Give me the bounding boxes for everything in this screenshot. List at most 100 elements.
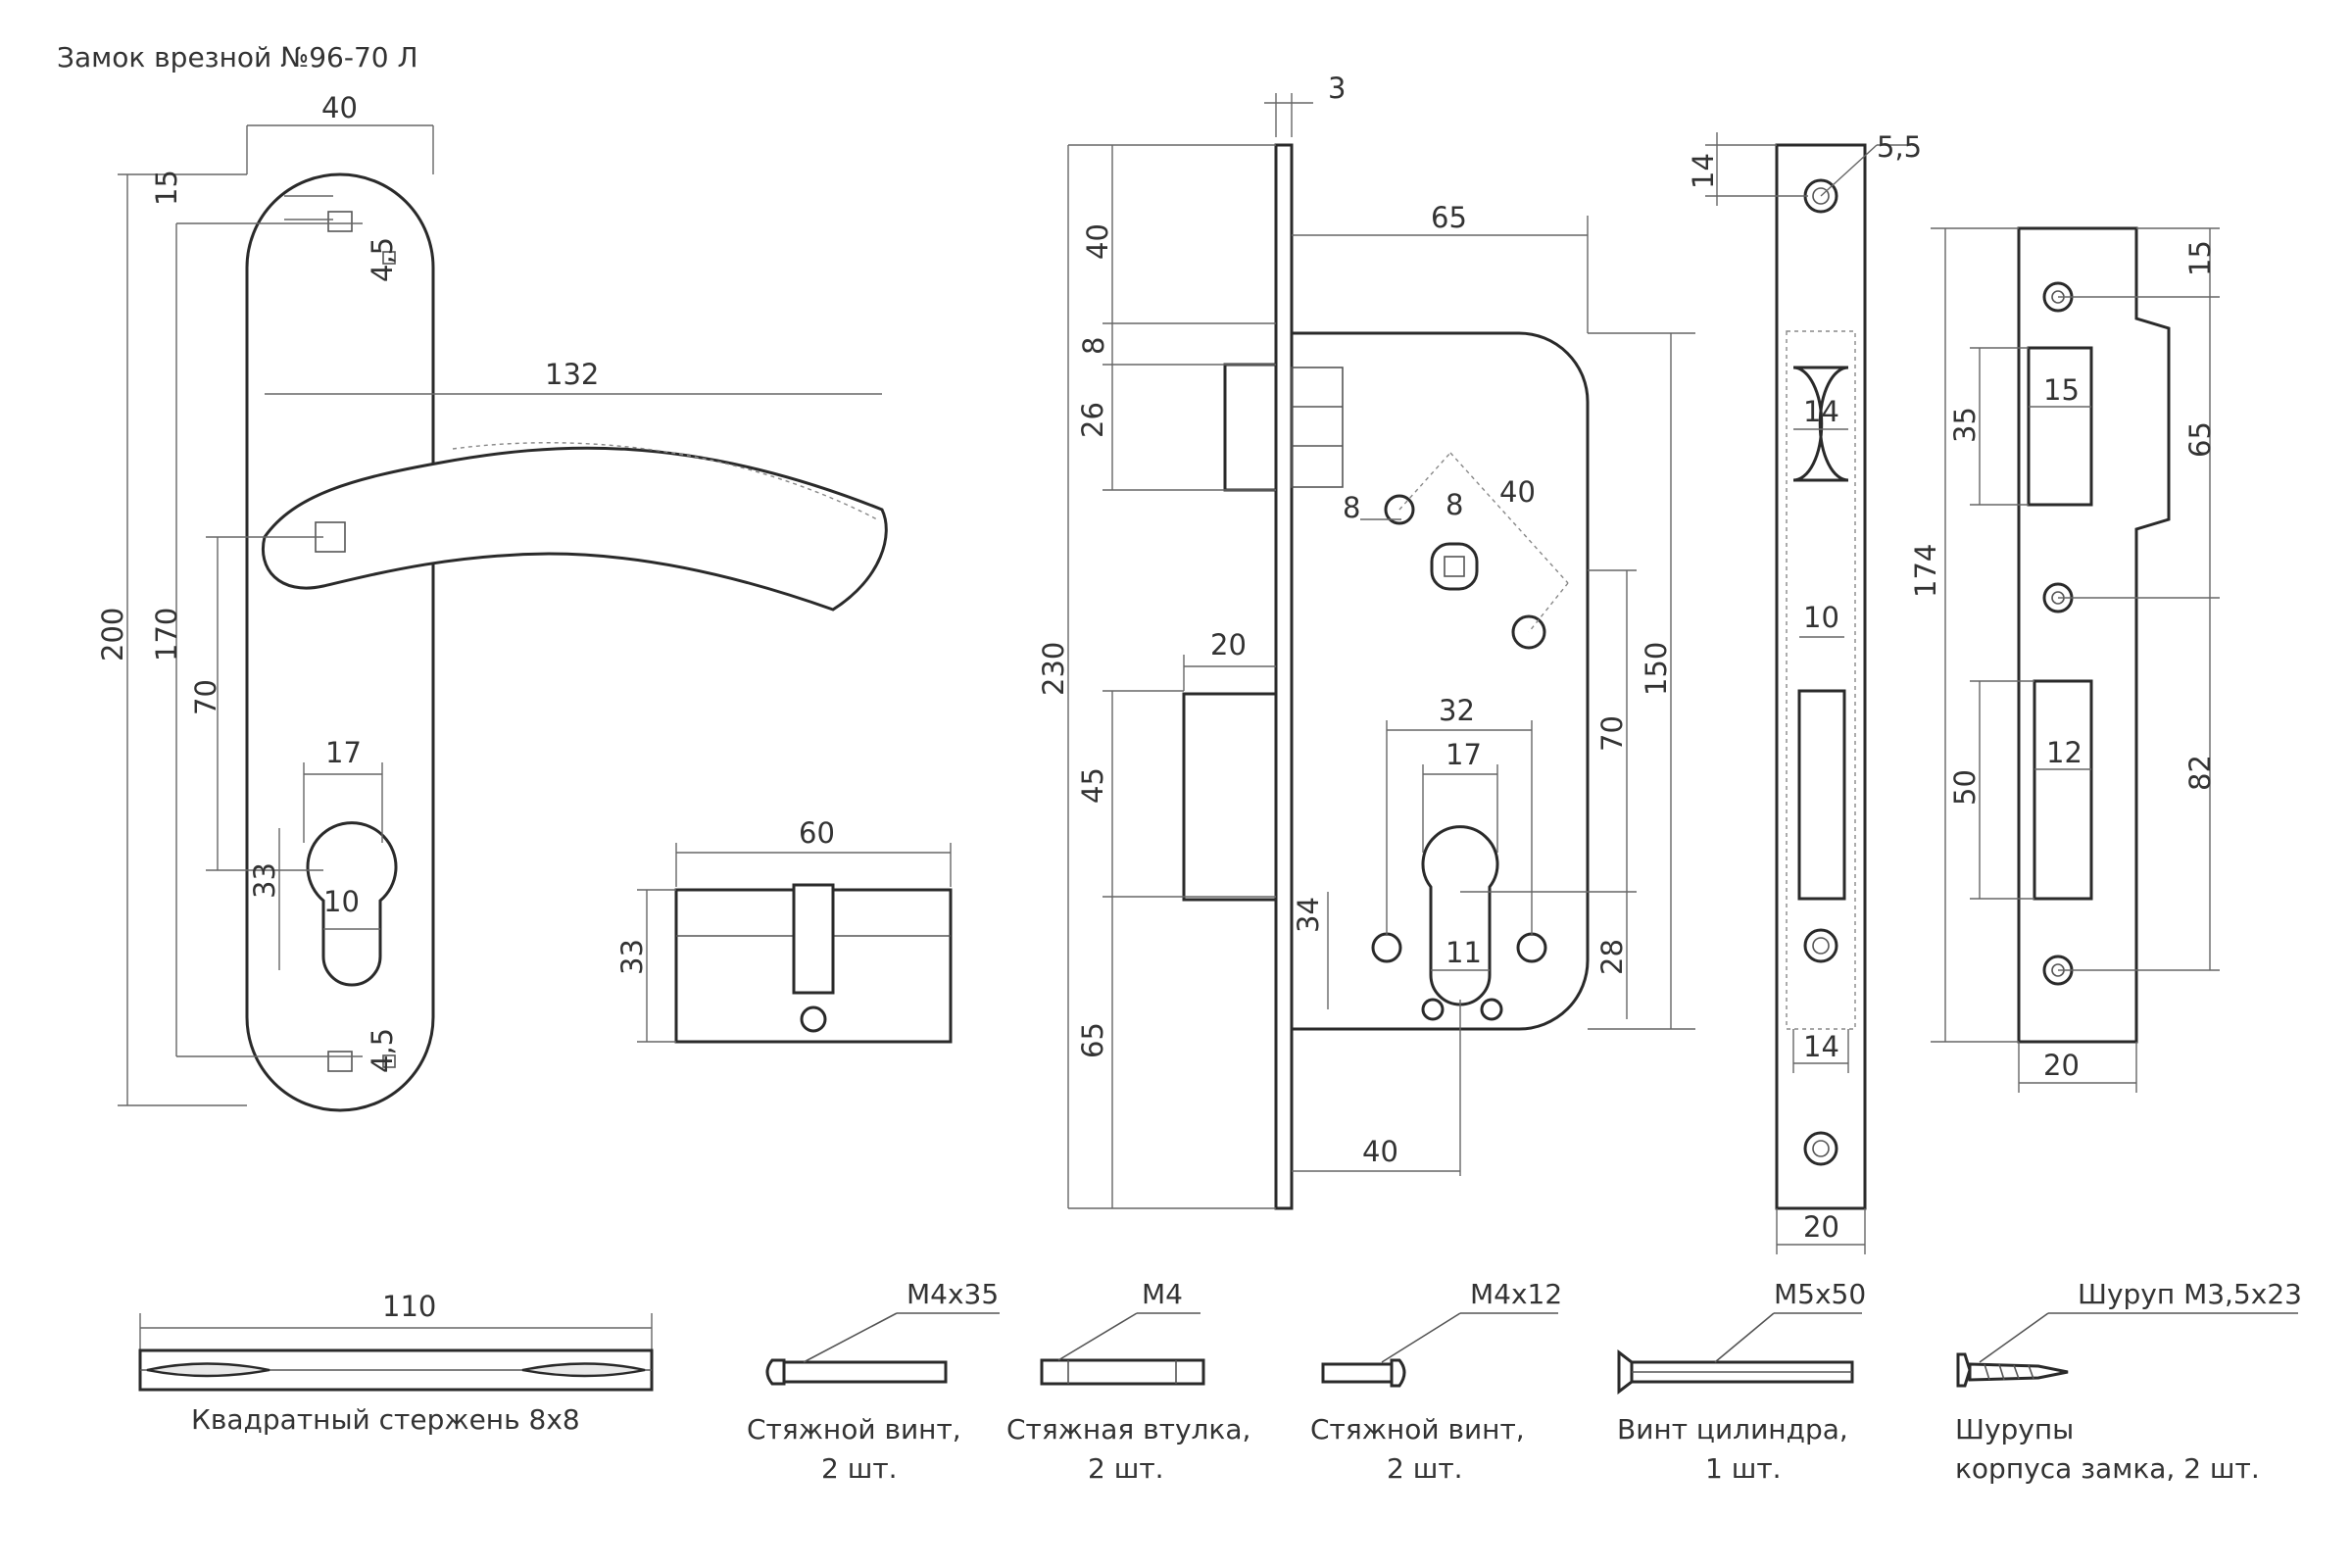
part-m4x35-caption: Стяжной винт,: [747, 1413, 961, 1446]
dim-faceplate-14-latch: 14: [1803, 395, 1839, 428]
handle-dimensions: 40 15 4,5 132 200 170 70 17 33 10 4,5: [96, 91, 599, 1073]
lock-latch: [1223, 363, 1278, 492]
dim-handle-width: 40: [321, 91, 358, 124]
strike-bolt-window: [2033, 679, 2093, 901]
drawing-title: Замок врезной №96-70 Л: [57, 41, 418, 74]
dim-faceplate-10: 10: [1803, 601, 1839, 634]
lock-cylinder-cutout: [1421, 825, 1499, 1006]
dim-strike-174: 174: [1909, 544, 1942, 598]
faceplate-dimensions: 14 5,5 14 10 14 20: [1687, 130, 1922, 1244]
parts-screw-m5x50: М5х50 Винт цилиндра, 1 шт.: [1617, 1278, 1866, 1485]
dim-handle-4-5-top: 4,5: [366, 237, 399, 282]
dim-strike-50: 50: [1948, 769, 1982, 806]
parts-screw-m4x12: М4х12 Стяжной винт, 2 шт.: [1310, 1278, 1562, 1485]
faceplate-screw-bottom: [1803, 1131, 1838, 1166]
parts-screw-m4x35: М4х35 Стяжной винт, 2 шт.: [747, 1278, 1000, 1485]
dim-lock-65: 65: [1431, 201, 1467, 234]
dim-faceplate-5-5: 5,5: [1877, 130, 1922, 164]
dim-handle-17: 17: [325, 736, 362, 769]
dim-handle-70: 70: [189, 679, 222, 715]
dim-lock-20: 20: [1210, 628, 1247, 662]
part-wood-screw-caption: Шурупы: [1955, 1413, 2074, 1446]
dim-lock-8-hole: 8: [1343, 491, 1360, 524]
lock-cylinder: [637, 843, 953, 1044]
wood-screw-shaft: [1968, 1362, 2069, 1382]
dim-handle-15: 15: [150, 170, 183, 206]
dim-lock-45: 45: [1076, 767, 1109, 804]
dim-lock-26: 26: [1076, 402, 1109, 438]
strike-plate: [1931, 226, 2220, 1093]
part-m4x35-spec: М4х35: [906, 1278, 999, 1310]
dim-lock-11: 11: [1446, 936, 1482, 969]
part-rod-length: 110: [382, 1290, 436, 1323]
bottom-screw-hole: [327, 1051, 353, 1072]
lock-case: [1292, 331, 1590, 1031]
dim-lock-70: 70: [1595, 715, 1629, 752]
dim-handle-132: 132: [545, 358, 599, 391]
dim-lock-17: 17: [1446, 738, 1482, 771]
dim-lock-28: 28: [1595, 939, 1629, 975]
lock-faceplate: [1705, 132, 1911, 1254]
lock-spindle-hole: [1430, 542, 1479, 591]
screw-m4x35-head: [765, 1358, 786, 1386]
parts-square-rod: 110 Квадратный стержень 8х8: [138, 1290, 654, 1436]
faceplate-screw-mid: [1803, 928, 1838, 963]
part-wood-screw-qty: корпуса замка, 2 шт.: [1955, 1452, 2260, 1485]
part-m5x50-caption: Винт цилиндра,: [1617, 1413, 1848, 1446]
part-rod-caption: Квадратный стержень 8х8: [191, 1403, 580, 1436]
part-m5x50-qty: 1 шт.: [1705, 1452, 1782, 1485]
dim-strike-82: 82: [2183, 755, 2217, 791]
wood-screw-head: [1956, 1352, 1972, 1388]
part-wood-screw-spec: Шуруп М3,5х23: [2078, 1278, 2302, 1310]
faceplate-latch-window: [1792, 366, 1849, 482]
strike-latch-window: [2027, 346, 2093, 507]
dim-faceplate-14-top: 14: [1687, 153, 1720, 189]
lock-deadbolt: [1182, 692, 1278, 902]
parts-sleeve-m4: М4 Стяжная втулка, 2 шт.: [1006, 1278, 1250, 1485]
dim-lock-32: 32: [1439, 694, 1475, 727]
screw-m5x50-head: [1617, 1348, 1634, 1396]
strike-plate-outline: [2017, 226, 2171, 1044]
dim-lock-65-bottom: 65: [1076, 1022, 1109, 1058]
dim-cylinder-33: 33: [615, 939, 649, 975]
screw-m4x35-shaft: [782, 1360, 948, 1384]
top-screw-hole: [327, 211, 353, 232]
handle-keyhole: [306, 821, 398, 987]
dim-lock-40-top: 40: [1081, 223, 1114, 260]
dim-handle-200: 200: [96, 608, 129, 662]
lock-front-plate: [1274, 143, 1294, 1210]
handle-lever: [262, 446, 888, 612]
cylinder-dimensions: 60 33: [615, 816, 835, 975]
part-m4x35-qty: 2 шт.: [821, 1452, 898, 1485]
bottom-pin: [382, 1054, 396, 1068]
mortise-lock-body: [1067, 93, 1695, 1210]
lock-right-screw: [1516, 932, 1547, 963]
dim-strike-15-top: 15: [2183, 240, 2217, 276]
part-m4-caption: Стяжная втулка,: [1006, 1413, 1250, 1446]
dim-strike-35: 35: [1948, 407, 1982, 443]
part-m4-spec: М4: [1142, 1278, 1183, 1310]
dim-handle-33: 33: [248, 862, 281, 899]
dim-lock-8-spindle: 8: [1446, 488, 1463, 521]
handle-backplate: [245, 172, 435, 1112]
lever-decor-line: [452, 442, 878, 520]
dim-handle-4-5-bottom: 4,5: [366, 1028, 399, 1073]
cylinder-cam: [792, 883, 835, 995]
screw-m4x12-head: [1390, 1358, 1406, 1388]
strike-plate-dimensions: 15 35 15 65 174 50 12 82 20: [1909, 240, 2217, 1082]
screw-m4x12-shaft: [1321, 1362, 1394, 1384]
dim-handle-10: 10: [323, 885, 360, 918]
dim-lock-40-diag: 40: [1499, 475, 1536, 509]
dim-lock-40-bottom: 40: [1362, 1135, 1398, 1168]
lock-body-dimensions: 3 40 65 8 26 8 8 40 230 20 150 70 32 17 …: [1037, 72, 1673, 1168]
dim-faceplate-14-bottom: 14: [1803, 1030, 1839, 1063]
dim-strike-12: 12: [2046, 736, 2082, 769]
dim-strike-65: 65: [2183, 421, 2217, 458]
dim-strike-20: 20: [2043, 1049, 2080, 1082]
lock-lower-hole: [1511, 614, 1546, 650]
dim-lock-150: 150: [1640, 642, 1673, 696]
dim-cylinder-60: 60: [799, 816, 835, 850]
dim-lock-3: 3: [1328, 72, 1346, 105]
part-m5x50-spec: М5х50: [1774, 1278, 1866, 1310]
